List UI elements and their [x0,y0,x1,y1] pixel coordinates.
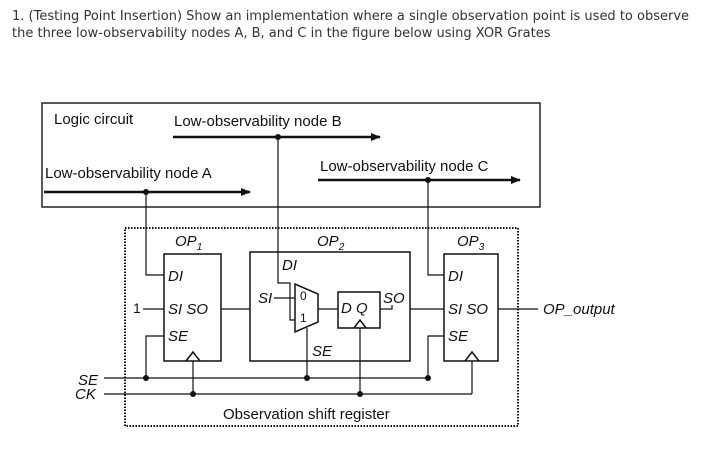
op3-clock-triangle [464,350,480,362]
op1-clock-triangle [185,350,201,362]
node-b-label: Low-observability node B [174,113,342,130]
op2-so-label: SO [383,290,405,307]
se-junction-op1 [143,375,149,381]
op3-cell [443,253,499,362]
op2-flipflop [337,291,381,329]
se-tap-op3 [427,335,444,378]
op2-mux-1-label: 1 [300,311,307,325]
wire-ff-q-to-op2-so [380,305,393,310]
op2-si-label: SI [258,290,272,307]
op1-label: OP1 [175,233,202,253]
ck-pin-label: CK [75,386,97,403]
op2-mux [294,282,319,334]
op2-cell [249,251,411,362]
op2-clock-triangle [353,318,367,329]
op1-se-label: SE [168,328,189,345]
op2-dq-label: D Q [341,300,368,317]
op2-mux-0-label: 0 [300,289,307,303]
se-tap-op1 [145,335,164,378]
wire-node-c-to-op3 [427,180,444,276]
ck-junction-op1 [190,391,196,397]
wire-op2-di-to-mux [277,252,295,321]
op3-si-so-label: SI SO [448,301,488,318]
se-junction-op2 [304,375,310,381]
logic-circuit-box [41,102,541,208]
op3-label: OP3 [457,233,485,253]
op-output-label: OP_output [543,301,616,318]
scan-input-one: 1 [133,300,141,316]
shift-register-boundary [124,227,519,427]
logic-circuit-label: Logic circuit [54,111,134,128]
question-text: 1. (Testing Point Insertion) Show an imp… [12,9,690,41]
node-c-label: Low-observability node C [320,158,489,175]
op2-se-label: SE [312,343,333,360]
op1-si-so-label: SI SO [168,301,208,318]
node-a-label: Low-observability node A [45,165,212,182]
op3-di-label: DI [448,268,463,285]
se-junction-op3 [425,375,431,381]
op3-se-label: SE [448,328,469,345]
ck-junction-op2 [357,391,363,397]
op2-di-label: DI [282,257,297,274]
shift-register-label: Observation shift register [223,406,390,423]
se-pin-label: SE [78,372,99,389]
op2-label: OP2 [317,233,345,253]
op1-di-label: DI [168,268,183,285]
wire-node-a-to-op1 [145,192,164,276]
